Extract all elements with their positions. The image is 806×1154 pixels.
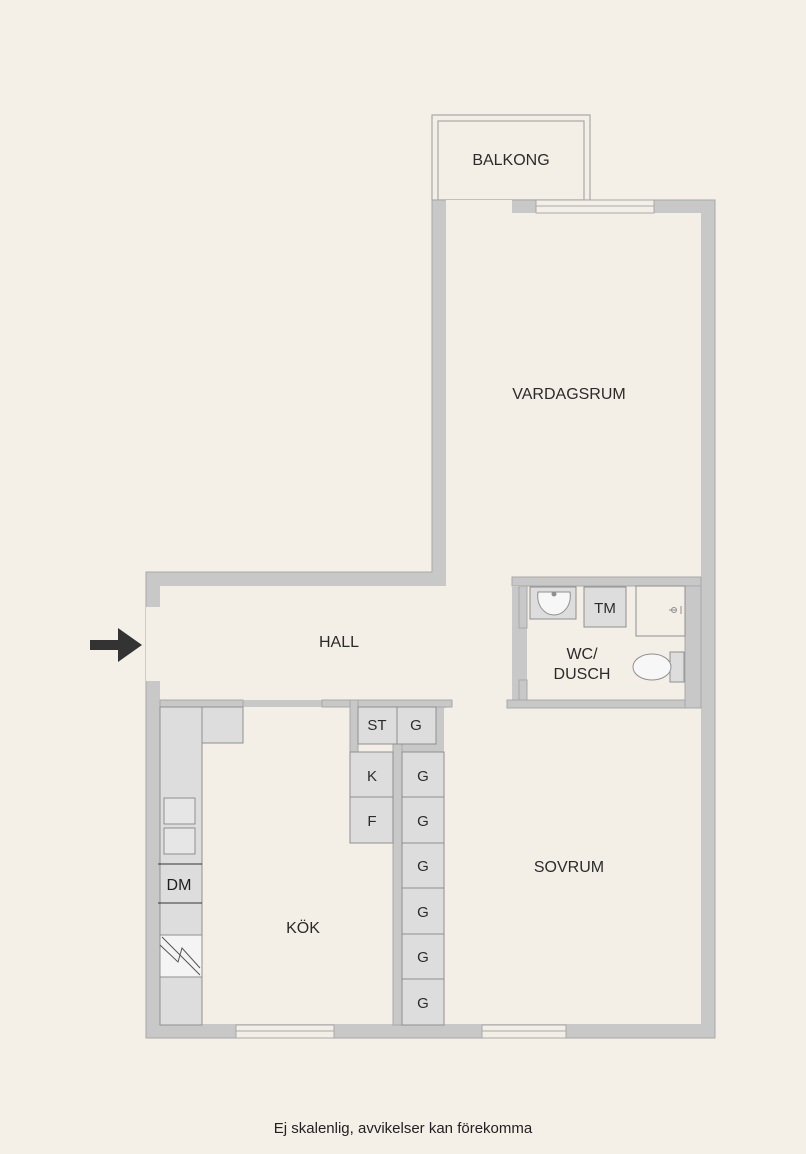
entrance-opening (146, 607, 160, 681)
fixture-label-dm: DM (167, 877, 192, 894)
vardagsrum-floor (446, 213, 701, 587)
stove-icon (163, 797, 196, 825)
wardrobe-label: G (417, 858, 429, 875)
shower-icon (635, 585, 686, 637)
disclaimer-text: Ej skalenlig, avvikelser kan förekomma (273, 1120, 533, 1137)
room-label-vardagsrum: VARDAGSRUM (512, 386, 626, 403)
toilet-icon (632, 651, 685, 683)
sink-icon (529, 586, 577, 620)
wardrobe-label: G (417, 995, 429, 1012)
room-label-dusch: DUSCH (554, 666, 611, 683)
wardrobe-label: G (417, 768, 429, 785)
fixture-label-st: ST (367, 717, 386, 734)
wardrobe-label: G (417, 904, 429, 921)
room-label-sovrum: SOVRUM (534, 859, 604, 876)
fixture-label-k: K (367, 768, 377, 785)
room-label-hall: HALL (319, 634, 359, 651)
hall-corridor-floor (446, 580, 512, 710)
windows (235, 199, 655, 1039)
kitchen-counter (158, 706, 244, 1026)
interior-walls (159, 576, 702, 1026)
bathroom-fixtures (529, 585, 686, 683)
balcony-door-opening (446, 200, 512, 213)
fixture-label-g-hall: G (410, 717, 422, 734)
floors (160, 213, 701, 1024)
room-label-balkong: BALKONG (472, 152, 549, 169)
room-label-kok: KÖK (286, 919, 320, 937)
wardrobe-label: G (417, 813, 429, 830)
hall-to-sovrum-floor (446, 700, 512, 712)
balcony (431, 114, 591, 201)
wardrobe-label: G (417, 949, 429, 966)
fixture-label-f: F (367, 813, 376, 830)
sovrum-floor (444, 708, 701, 1024)
fixture-label-tm: TM (594, 600, 616, 617)
room-label-wc: WC/ (566, 646, 598, 663)
closet-cells (349, 706, 445, 1026)
entrance-arrow-icon (90, 628, 142, 662)
